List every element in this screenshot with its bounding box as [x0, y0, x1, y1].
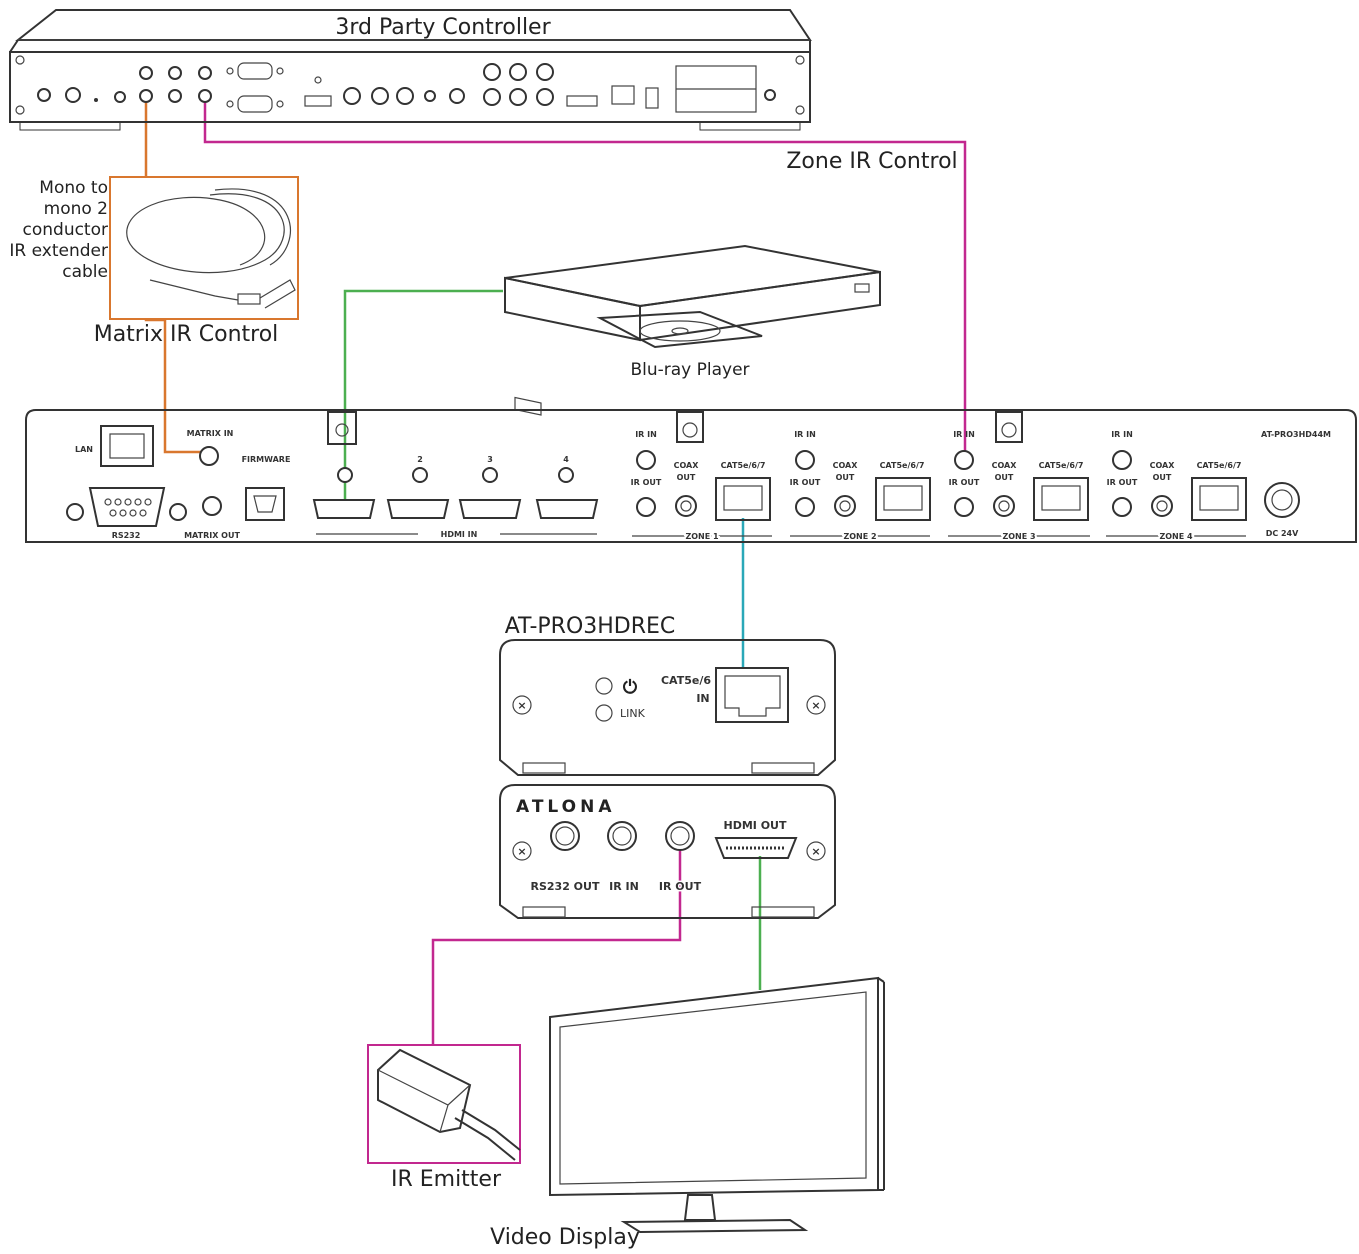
- matrix-switcher: LAN MATRIX IN MATRIX OUT RS232 FIRMWARE …: [25, 409, 1357, 543]
- rs232-out-jack: [550, 821, 580, 851]
- ir-emitter-cable-line: [431, 838, 682, 1045]
- controller-label: 3rd Party Controller: [335, 15, 551, 40]
- zone2-coax-label-2: OUT: [836, 473, 855, 482]
- zone4-ir-in-label: IR IN: [1111, 430, 1133, 439]
- zone1-label: ZONE 1: [685, 532, 719, 541]
- receiver-ir-in-label: IR IN: [609, 880, 639, 893]
- zone3-ir-in-label: IR IN: [953, 430, 975, 439]
- cable-desc-line-5: cable: [62, 262, 108, 282]
- hdmi-in-number-2: 2: [417, 455, 423, 464]
- matrix-in-jack: [199, 446, 219, 466]
- cable-desc-line-3: conductor: [23, 220, 109, 240]
- hdmi-in-3-port: [458, 499, 522, 519]
- zone-ir-label: Zone IR Control: [786, 149, 957, 174]
- zone1-coax-label-2: OUT: [677, 473, 696, 482]
- zone3-cat-label: CAT5e/6/7: [1039, 461, 1084, 470]
- zone2-ir-out-label: IR OUT: [790, 478, 821, 487]
- zone2-ir-in-label: IR IN: [794, 430, 816, 439]
- hdmi-in-number-4: 4: [563, 455, 569, 464]
- zone4-cat-port: [1191, 477, 1247, 521]
- zone4-coax-label-1: COAX: [1150, 461, 1176, 470]
- ir-emitter: IR Emitter: [367, 1044, 521, 1192]
- third-party-controller: 3rd Party Controller: [9, 9, 812, 131]
- zone3-label: ZONE 3: [1002, 532, 1035, 541]
- svg-text:×: ×: [517, 699, 526, 712]
- cable-desc-line-1: Mono to: [39, 178, 108, 198]
- zone2-cat-port: [875, 477, 931, 521]
- cable-desc-line-4: IR extender: [9, 241, 108, 261]
- zone3-cat-port: [1033, 477, 1089, 521]
- matrix-out-jack: [202, 496, 222, 516]
- matrix-model-label: AT-PRO3HD44M: [1261, 430, 1331, 439]
- cable-box: [109, 176, 299, 320]
- receiver-bottom: ATLONA × × RS232 OUT IR IN IR OUT HDMI O…: [499, 784, 836, 919]
- ir-out-jack: [665, 821, 695, 851]
- zone2-label: ZONE 2: [843, 532, 876, 541]
- link-label: LINK: [620, 707, 646, 720]
- link-led: [595, 704, 613, 722]
- zone-ir-cable-line: [203, 98, 967, 455]
- zone4-coax-label-2: OUT: [1153, 473, 1172, 482]
- zone3-ir-out-label: IR OUT: [949, 478, 980, 487]
- video-display: Video Display: [490, 976, 885, 1250]
- zone1-ir-out-label: IR OUT: [631, 478, 662, 487]
- zone1-ir-in-label: IR IN: [635, 430, 657, 439]
- receiver-cat-port: [715, 667, 789, 723]
- hdmi-in-4-port: [535, 499, 599, 519]
- cat-in-label-2: IN: [696, 692, 709, 705]
- zone4-label: ZONE 4: [1159, 532, 1193, 541]
- zone1-coax-label-1: COAX: [674, 461, 700, 470]
- zone3-coax-label-2: OUT: [995, 473, 1014, 482]
- matrix-in-label: MATRIX IN: [187, 429, 234, 438]
- cable-desc-line-2: mono 2: [44, 199, 108, 219]
- firmware-label: FIRMWARE: [242, 455, 291, 464]
- hdmi-in-1-port: [312, 499, 376, 519]
- video-display-label: Video Display: [490, 1225, 640, 1250]
- hdmi-out-port: [714, 837, 798, 859]
- svg-text:×: ×: [517, 845, 526, 858]
- zone3-coax-label-1: COAX: [992, 461, 1018, 470]
- hdmi-in-2-port: [386, 499, 450, 519]
- dc-label: DC 24V: [1266, 529, 1299, 538]
- bluray-player: Blu-ray Player: [504, 244, 881, 416]
- lan-label: LAN: [75, 445, 93, 454]
- ir-extender-cable: Mono to mono 2 conductor IR extender cab…: [9, 176, 299, 347]
- receiver-label: AT-PRO3HDREC: [505, 614, 676, 639]
- hdmi-in-label: HDMI IN: [441, 530, 478, 539]
- rs232-out-label: RS232 OUT: [531, 880, 600, 893]
- ir-in-jack: [607, 821, 637, 851]
- ir-emitter-label: IR Emitter: [391, 1167, 502, 1192]
- bluray-hdmi-cable-line: [343, 289, 503, 500]
- atlona-logo: ATLONA: [516, 797, 616, 817]
- hdmi-out-label: HDMI OUT: [724, 819, 787, 832]
- zone2-coax-label-1: COAX: [833, 461, 859, 470]
- svg-text:×: ×: [811, 845, 820, 858]
- rs232-label: RS232: [112, 531, 141, 540]
- svg-text:×: ×: [811, 699, 820, 712]
- zone4-cat-label: CAT5e/6/7: [1197, 461, 1242, 470]
- matrix-ir-label: Matrix IR Control: [94, 322, 279, 347]
- receiver-top: × × ⏻ LINK CAT5e/6 IN: [499, 639, 836, 776]
- hdmi-in-number-3: 3: [487, 455, 493, 464]
- zone1-cat-port: [715, 477, 771, 521]
- zone2-cat-label: CAT5e/6/7: [880, 461, 925, 470]
- bluray-label: Blu-ray Player: [630, 360, 749, 380]
- power-icon: ⏻: [623, 677, 638, 698]
- receiver-ir-out-label: IR OUT: [659, 880, 702, 893]
- matrix-out-label: MATRIX OUT: [184, 531, 240, 540]
- zone1-cat-label: CAT5e/6/7: [721, 461, 766, 470]
- zone4-ir-out-label: IR OUT: [1107, 478, 1138, 487]
- cat-in-label-1: CAT5e/6: [661, 674, 711, 687]
